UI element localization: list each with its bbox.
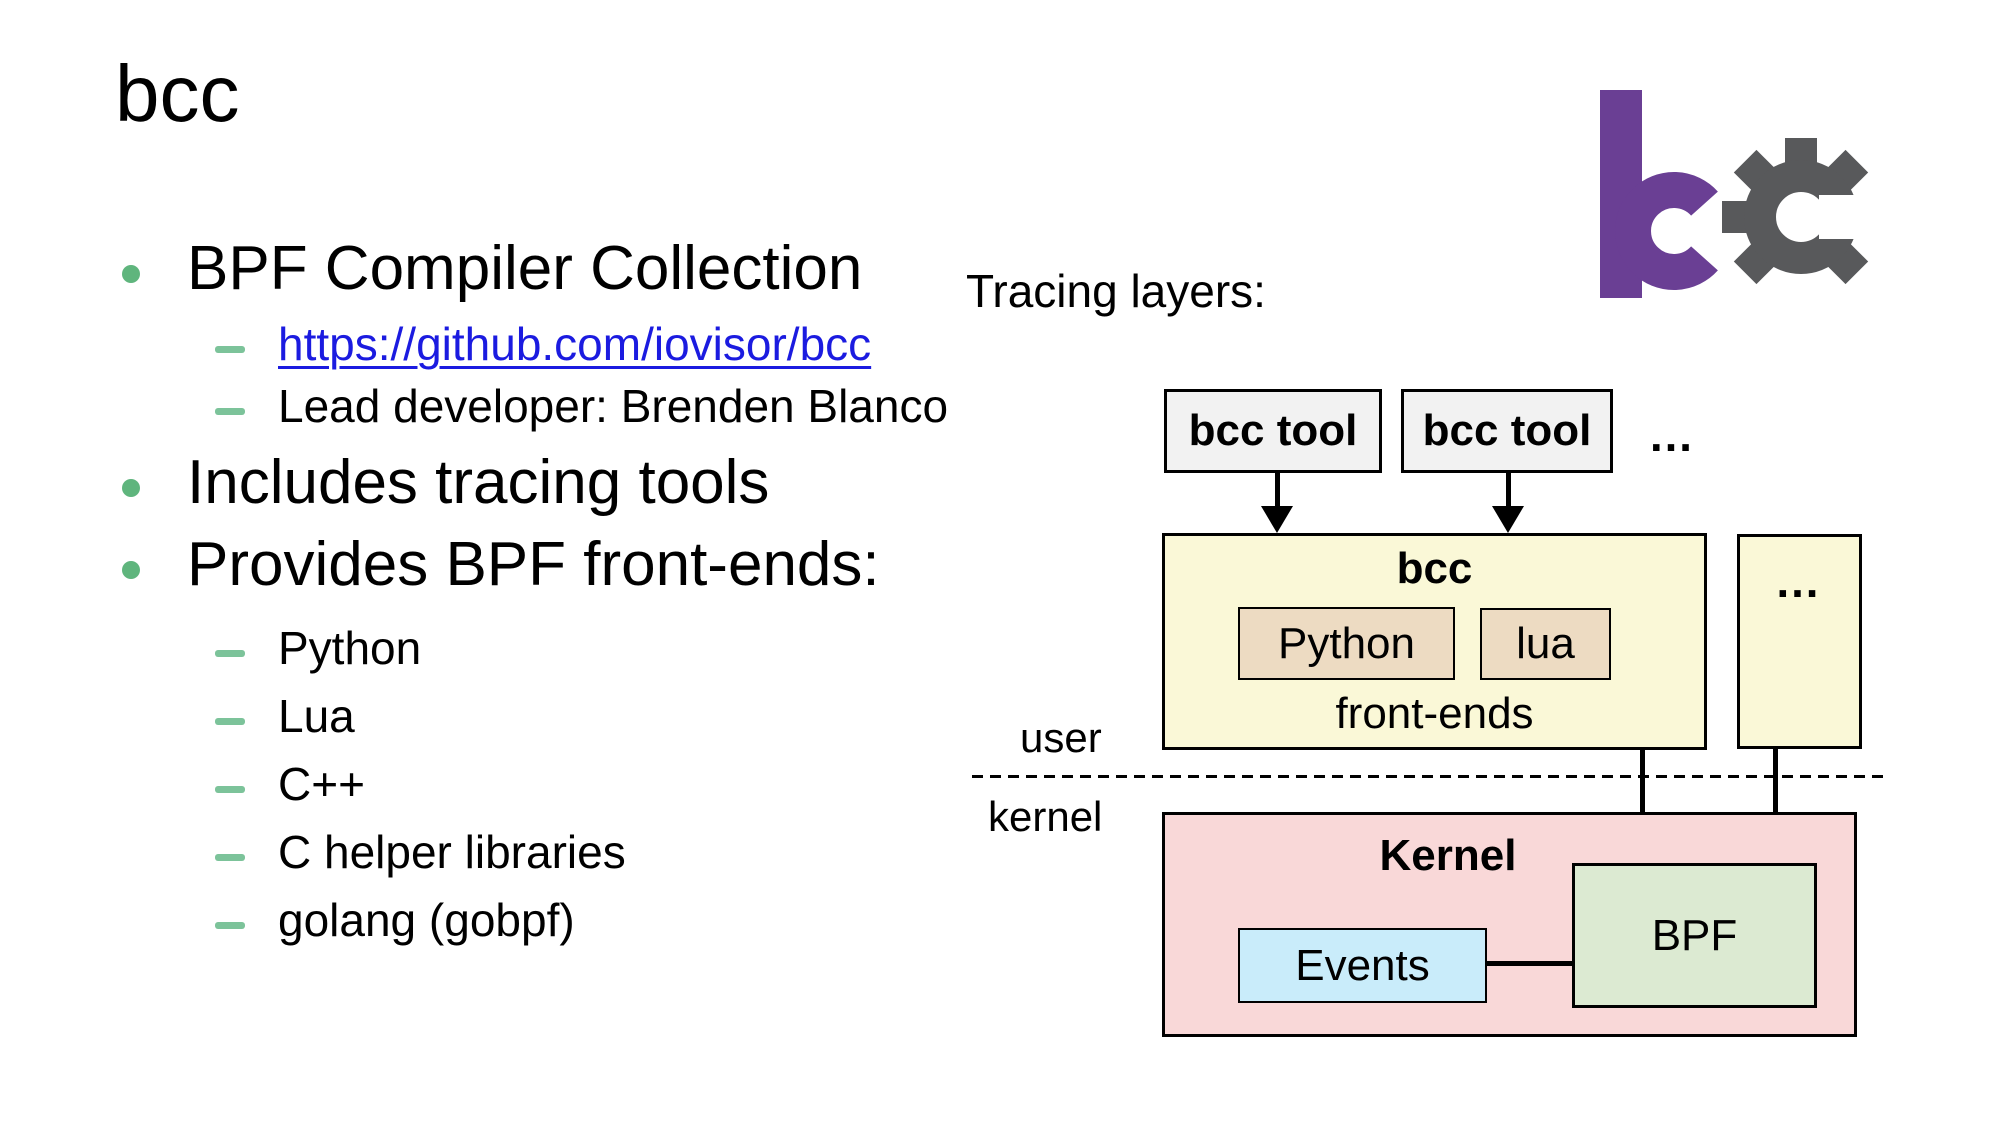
bullet-text: C++ (278, 758, 365, 810)
bullet-text: Includes tracing tools (187, 448, 770, 517)
bullet-text: Provides BPF front-ends: (187, 530, 880, 599)
bullet-dash-icon (215, 650, 245, 657)
arrow-down (1640, 749, 1645, 838)
bcc-tool-box-1: bcc tool (1164, 389, 1382, 473)
events-bpf-connector (1487, 961, 1572, 966)
bpf-box: BPF (1572, 863, 1817, 1008)
kernel-layer-title: Kernel (1379, 831, 1517, 880)
bullet-text: Lua (278, 690, 355, 742)
bullet-dash-icon (215, 408, 245, 415)
bpf-label: BPF (1651, 910, 1738, 960)
bullet-dot-icon (122, 479, 140, 497)
bullet-dash-icon (215, 922, 245, 929)
bullet-text: C helper libraries (278, 826, 626, 878)
diagram-heading: Tracing layers: (966, 265, 1266, 317)
bullet-dash-icon (215, 786, 245, 793)
bullet-item: https://github.com/iovisor/bcc (215, 318, 871, 371)
github-link[interactable]: https://github.com/iovisor/bcc (278, 318, 872, 370)
arrow-down (1773, 749, 1778, 838)
bcc-logo (1600, 90, 1886, 298)
bcc-tool-label: bcc tool (1422, 406, 1592, 455)
more-tools-ellipsis: … (1648, 409, 1700, 461)
bullet-item: Provides BPF front-ends: (122, 529, 880, 600)
bullet-dash-icon (215, 854, 245, 861)
bullet-item: BPF Compiler Collection (122, 233, 862, 304)
more-frontends-box (1737, 534, 1862, 749)
bcc-layer-title: bcc (1396, 544, 1473, 593)
bullet-text: Python (278, 622, 422, 674)
page-title: bcc (115, 49, 240, 138)
bullet-dash-icon (215, 346, 245, 353)
arrow-down-head (1261, 506, 1293, 533)
more-frontends-ellipsis: … (1774, 555, 1825, 607)
bullet-item: Python (215, 622, 421, 675)
bullet-item: C++ (215, 758, 365, 811)
logo-letter-b (1600, 90, 1718, 298)
bullet-item: Includes tracing tools (122, 447, 769, 518)
lua-frontend-box: lua (1480, 608, 1611, 680)
bullet-text: golang (gobpf) (278, 894, 575, 946)
events-label: Events (1295, 940, 1430, 990)
bullet-item: C helper libraries (215, 826, 626, 879)
arrow-down (1275, 473, 1280, 507)
user-kernel-divider (972, 775, 1890, 778)
bcc-tool-box-2: bcc tool (1401, 389, 1613, 473)
kernel-space-label: kernel (988, 793, 1103, 840)
bullet-dot-icon (122, 265, 140, 283)
bullet-item: golang (gobpf) (215, 894, 575, 947)
python-frontend-box: Python (1238, 607, 1455, 680)
bullet-text: BPF Compiler Collection (187, 234, 863, 303)
arrow-down-head (1492, 506, 1524, 533)
python-label: Python (1278, 618, 1415, 668)
bullet-text: Lead developer: Brenden Blanco (278, 380, 949, 432)
bullet-dot-icon (122, 561, 140, 579)
arrow-down (1506, 473, 1511, 507)
bullet-item: Lua (215, 690, 355, 743)
lua-label: lua (1516, 619, 1575, 668)
bcc-tool-label: bcc tool (1188, 406, 1358, 455)
bullet-dash-icon (215, 718, 245, 725)
logo-gear-c (1722, 138, 1886, 285)
bullet-item: Lead developer: Brenden Blanco (215, 380, 948, 433)
events-box: Events (1238, 928, 1487, 1003)
user-space-label: user (1020, 714, 1102, 761)
frontends-caption: front-ends (1335, 689, 1534, 738)
